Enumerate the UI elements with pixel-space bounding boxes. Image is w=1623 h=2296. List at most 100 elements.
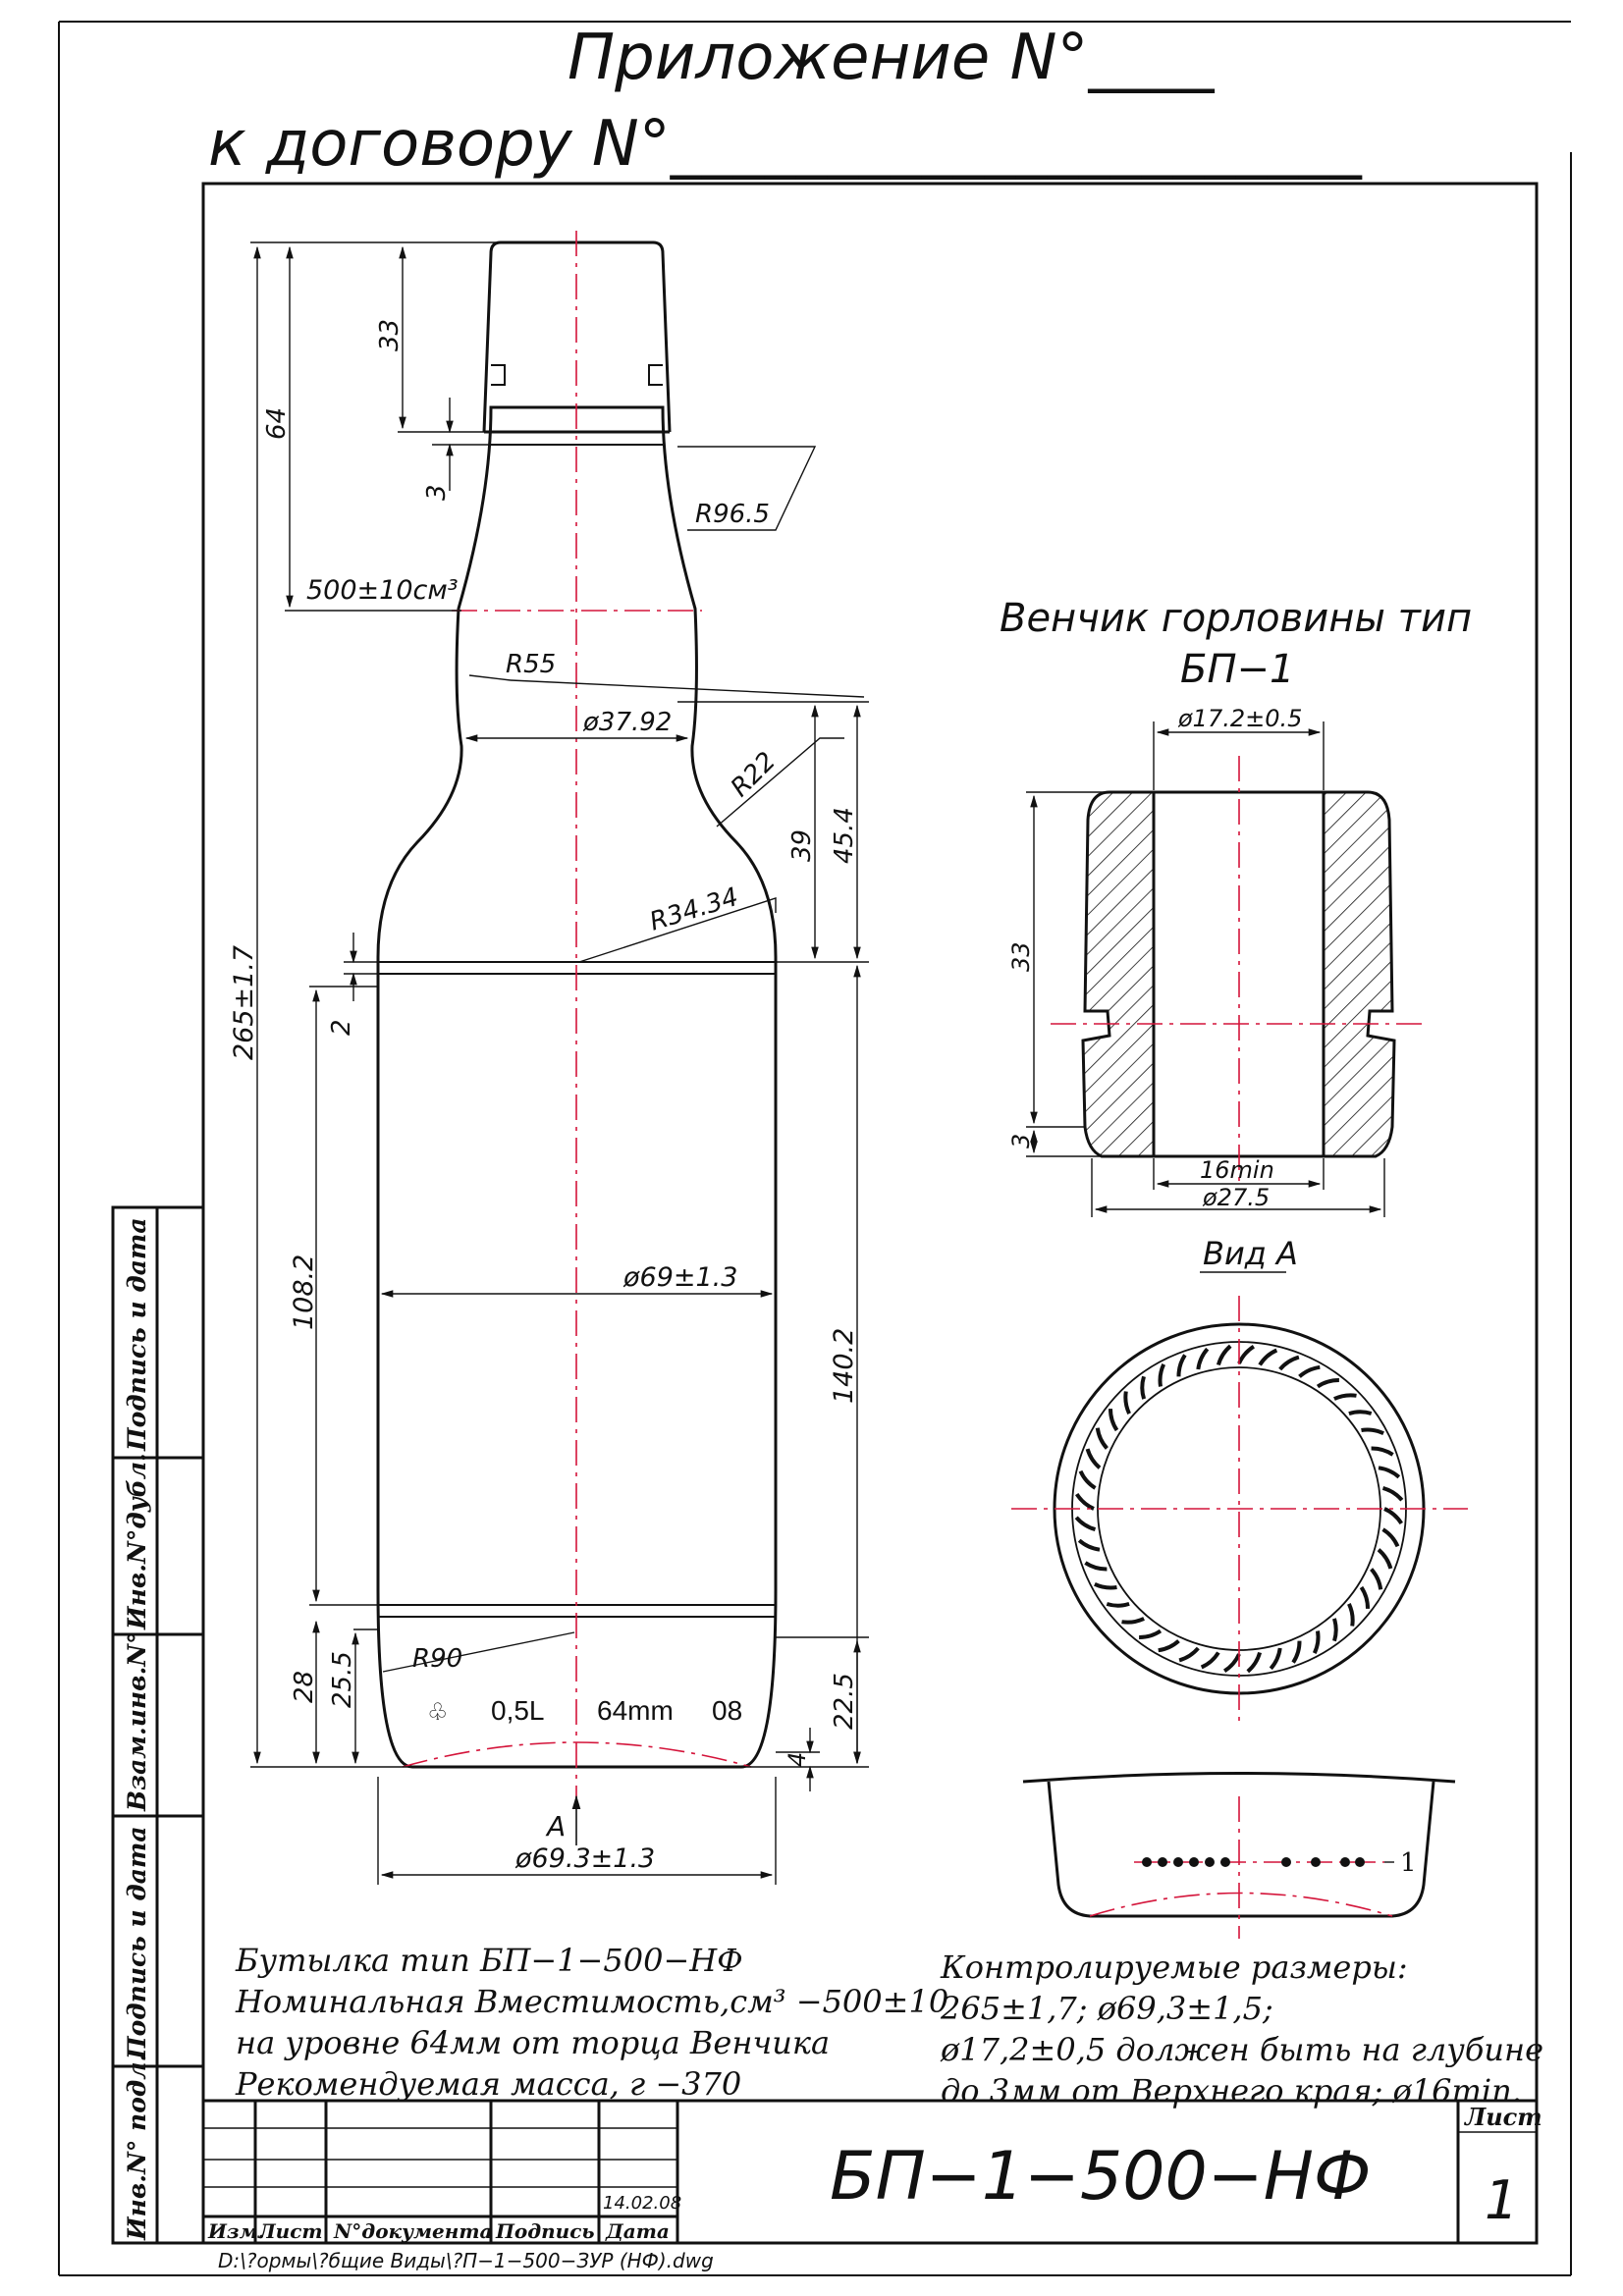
tb-sheet-number: 1 — [1485, 2169, 1518, 2231]
knurl-mark — [1178, 1646, 1200, 1663]
note-right-1: Контролируемые размеры: — [940, 1949, 1408, 1986]
base-dot — [1340, 1857, 1350, 1867]
knurl-mark — [1216, 1344, 1232, 1366]
base-dot — [1281, 1857, 1291, 1867]
radius-leaders — [382, 446, 865, 1673]
tb-col-doc: N°документа — [333, 2219, 492, 2243]
knurl-mark — [1370, 1568, 1383, 1590]
dim-r22: R22 — [726, 747, 782, 803]
knurl-mark — [1121, 1617, 1145, 1625]
knurl-mark — [1074, 1516, 1097, 1532]
side-label-repl-inv: Взам.инв.N° — [123, 1631, 151, 1812]
dim-255: 25.5 — [328, 1651, 357, 1708]
knurl-mark — [1200, 1651, 1220, 1670]
diameter-dimensions — [377, 734, 777, 1885]
base-dot — [1355, 1857, 1365, 1867]
base-dot — [1189, 1857, 1199, 1867]
note-left-3: на уровне 64мм от торца Венчика — [236, 2024, 830, 2061]
note-left-2: Номинальная Вместимость,см³ −500±10 — [235, 1983, 948, 2020]
finish-dim-d172: ø17.2±0.5 — [1177, 705, 1302, 732]
notes-right: Контролируемые размеры: 265±1,7; ø69,3±1… — [940, 1949, 1543, 2109]
knurl-mark — [1383, 1507, 1403, 1525]
knurl-mark — [1298, 1364, 1321, 1378]
knurl-mark — [1108, 1409, 1119, 1432]
knurl-mark — [1361, 1427, 1384, 1436]
dim-39: 39 — [787, 829, 817, 862]
tb-col-rev: Изм. — [207, 2219, 265, 2243]
note-left-1: Бутылка тип БП−1−500−НФ — [235, 1942, 743, 1979]
left-dimensions — [250, 241, 496, 1768]
finish-dimensions — [1026, 721, 1385, 1217]
finish-dim-16: 16min — [1200, 1156, 1274, 1184]
tb-designation: БП−1−500−НФ — [830, 2138, 1371, 2216]
base-marker: 1 — [1400, 1848, 1417, 1878]
dim-r3434: R34.34 — [646, 882, 741, 937]
knurl-mark — [1123, 1391, 1131, 1415]
knurl-mark — [1085, 1448, 1102, 1469]
note-left-4: Рекомендуемая масса, г −370 — [235, 2065, 741, 2103]
tb-sheet-label: Лист — [1463, 2103, 1542, 2131]
knurl-mark — [1246, 1651, 1263, 1674]
notes-left: Бутылка тип БП−1−500−НФ Номинальная Вмес… — [235, 1942, 948, 2103]
dim-r90: R90 — [412, 1644, 462, 1674]
knurl-mark — [1331, 1618, 1338, 1642]
knurl-mark — [1075, 1492, 1095, 1511]
title-block — [203, 2099, 1537, 2243]
knurl-mark — [1269, 1647, 1282, 1671]
finish-dim-33: 33 — [1007, 941, 1035, 972]
dim-28: 28 — [290, 1671, 319, 1703]
dim-64: 64 — [262, 407, 292, 440]
view-a-title: Вид A — [1203, 1235, 1298, 1272]
dim-454: 45.4 — [830, 807, 859, 864]
note-right-2: 265±1,7; ø69,3±1,5; — [940, 1990, 1273, 2027]
knurl-mark — [1077, 1538, 1101, 1552]
knurl-mark — [1291, 1640, 1302, 1664]
view-arrow-label: A — [545, 1810, 566, 1842]
dim-r55: R55 — [506, 650, 556, 679]
emboss-year: 08 — [712, 1695, 742, 1726]
knurl-mark — [1377, 1548, 1393, 1570]
dim-3: 3 — [422, 484, 452, 501]
tb-col-date: Дата — [605, 2219, 670, 2243]
tb-date: 14.02.08 — [603, 2193, 681, 2214]
knurl-mark — [1316, 1377, 1339, 1389]
finish-dim-d275: ø27.5 — [1202, 1184, 1270, 1211]
side-label-sign-date-2: Подпись и дата — [123, 1826, 151, 2060]
dim-d693: ø69.3±1.3 — [514, 1843, 655, 1874]
dim-2: 2 — [327, 1019, 356, 1036]
detail-title: Венчик горловины тип — [1000, 596, 1472, 641]
finish-dim-3: 3 — [1007, 1134, 1035, 1148]
base-dot — [1158, 1857, 1167, 1867]
view-a-knurling — [1074, 1344, 1404, 1674]
knurl-mark — [1106, 1601, 1130, 1608]
knurl-mark — [1359, 1585, 1371, 1609]
dim-d3792: ø37.92 — [582, 708, 672, 737]
side-label-sign-date: Подпись и дата — [123, 1217, 151, 1452]
side-label-dup-inv: Инв.N°дубл. — [123, 1453, 151, 1630]
dim-4: 4 — [784, 1752, 811, 1767]
dim-volume: 500±10см³ — [306, 575, 459, 606]
note-right-3: ø17,2±0,5 должен быть на глубине — [940, 2031, 1543, 2068]
knurl-mark — [1278, 1355, 1300, 1371]
dim-265: 265±1.7 — [229, 945, 259, 1060]
knurl-mark — [1095, 1427, 1109, 1450]
knurl-mark — [1158, 1639, 1180, 1653]
tb-col-sheet: Лист — [257, 2219, 323, 2243]
knurl-mark — [1371, 1446, 1394, 1457]
knurl-mark — [1139, 1629, 1163, 1640]
knurl-mark — [1381, 1485, 1404, 1502]
dim-r96: R96.5 — [695, 500, 770, 529]
knurl-mark — [1348, 1410, 1373, 1416]
drawing-frame — [201, 182, 1539, 2245]
knurl-mark — [1158, 1363, 1166, 1387]
outer-frame — [58, 21, 1572, 2276]
knurl-mark — [1176, 1354, 1187, 1377]
base-dot — [1173, 1857, 1183, 1867]
side-stamp — [111, 1205, 205, 2245]
dim-d69: ø69±1.3 — [622, 1262, 737, 1293]
knurl-mark — [1237, 1345, 1256, 1364]
dim-33: 33 — [375, 319, 405, 351]
knurl-mark — [1222, 1653, 1241, 1673]
base-dot — [1311, 1857, 1321, 1867]
emboss-logo: ♧ — [427, 1698, 449, 1726]
